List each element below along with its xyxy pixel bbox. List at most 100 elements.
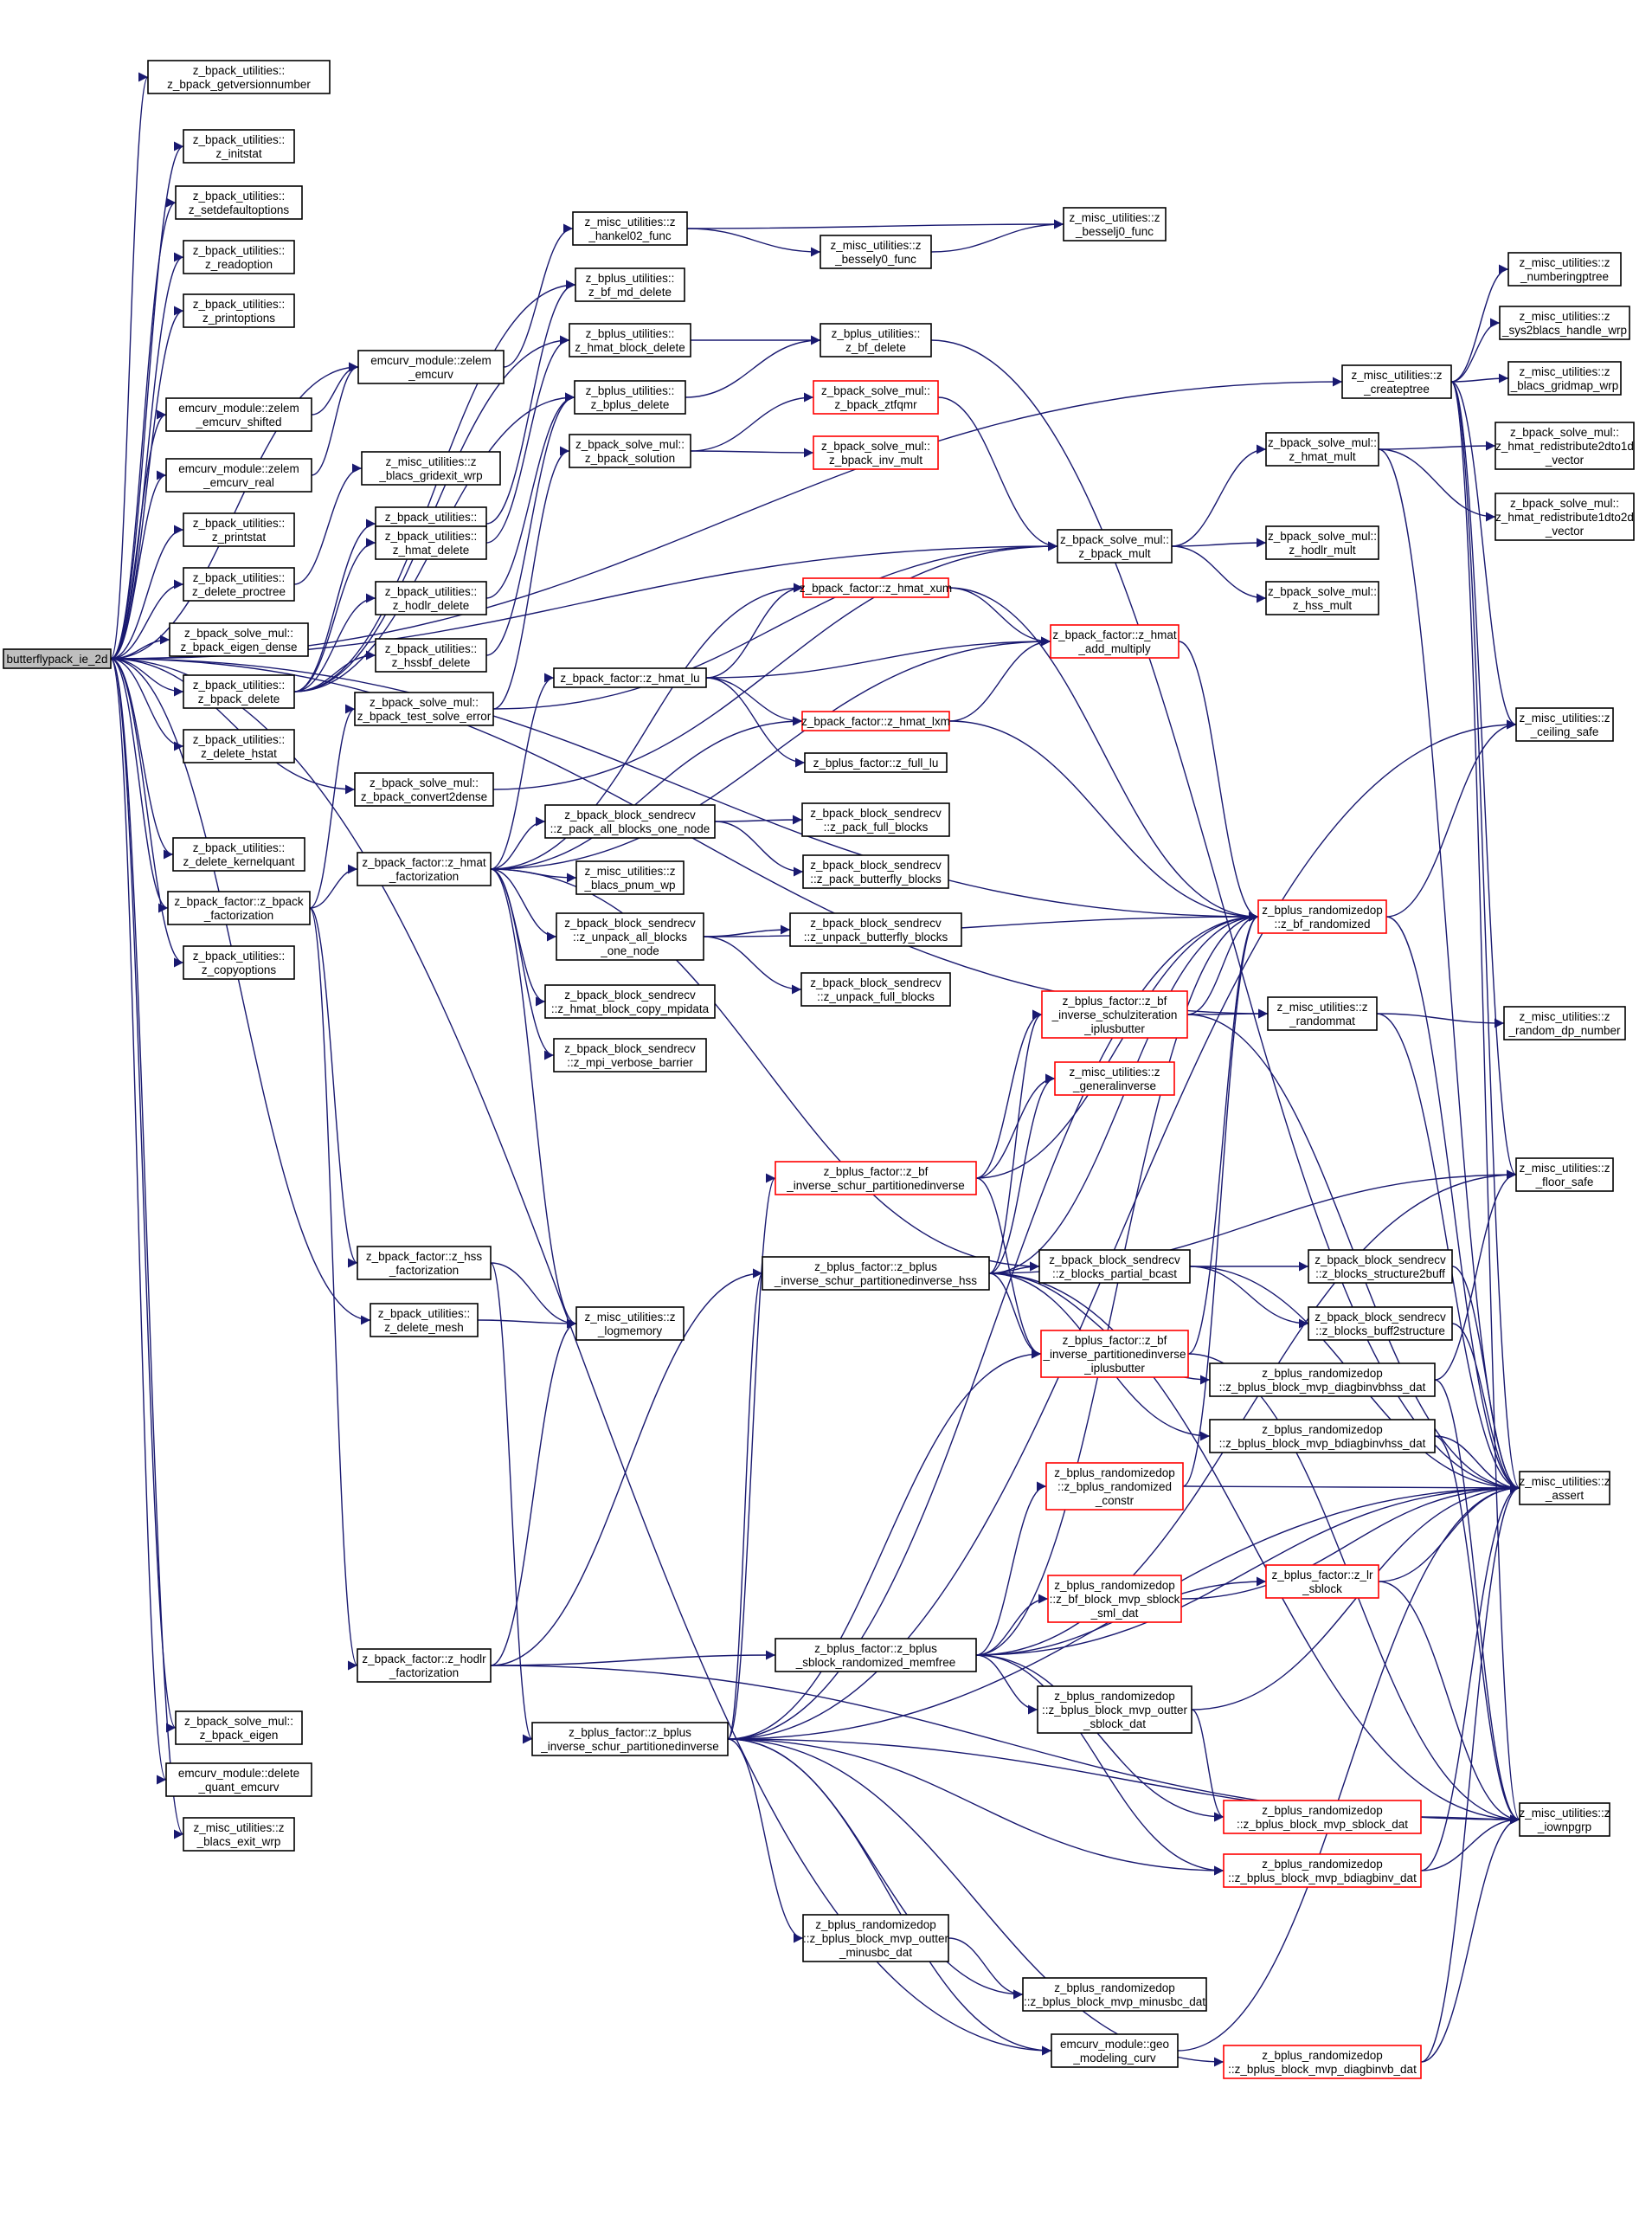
graph-node-n56[interactable]: z_bplus_factor::z_bf_inverse_schur_parti…	[775, 1161, 977, 1195]
graph-node-n86[interactable]: z_misc_utilities::z_sys2blacs_handle_wrp	[1499, 306, 1630, 340]
graph-node-n89[interactable]: z_bpack_solve_mul::z_hmat_redistribute1d…	[1495, 493, 1635, 541]
node-label-line: _modeling_curv	[1072, 2052, 1156, 2065]
graph-node-n74[interactable]: z_bpack_solve_mul::z_hodlr_mult	[1265, 525, 1379, 560]
graph-node-n9[interactable]: z_bpack_utilities::z_delete_proctree	[183, 567, 295, 602]
graph-node-n35[interactable]: z_bpack_solve_mul::z_bpack_solution	[569, 434, 691, 468]
graph-node-n77[interactable]: z_bpack_block_sendrecv::z_blocks_structu…	[1308, 1249, 1453, 1284]
graph-node-n4[interactable]: z_bpack_utilities::z_readoption	[183, 240, 295, 274]
graph-node-n42[interactable]: z_misc_utilities::z_logmemory	[575, 1306, 685, 1341]
graph-node-n92[interactable]: z_misc_utilities::z_floor_safe	[1515, 1157, 1614, 1192]
graph-node-n8[interactable]: z_bpack_utilities::z_printstat	[183, 512, 295, 547]
graph-node-n81[interactable]: z_bplus_factor::z_lr_sblock	[1265, 1564, 1379, 1599]
graph-node-n15[interactable]: z_bpack_utilities::z_copyoptions	[183, 945, 295, 980]
graph-node-n25[interactable]: z_bpack_solve_mul::z_bpack_test_solve_er…	[354, 692, 494, 726]
graph-node-n58[interactable]: z_bplus_factor::z_bplus_sblock_randomize…	[775, 1638, 977, 1672]
node-label-line: z_bpack_factor::z_hmat_lxm	[801, 715, 950, 728]
graph-node-n40[interactable]: z_bpack_block_sendrecv::z_hmat_block_cop…	[544, 984, 716, 1019]
graph-node-n45[interactable]: z_misc_utilities::z_bessely0_func	[820, 235, 932, 269]
graph-node-n27[interactable]: z_bpack_factor::z_hmat_factorization	[357, 852, 492, 886]
graph-node-n51[interactable]: z_bplus_factor::z_full_lu	[804, 752, 948, 773]
graph-node-n36[interactable]: z_bpack_factor::z_hmat_lu	[553, 667, 707, 688]
graph-node-n23[interactable]: z_bpack_utilities::z_hodlr_delete	[375, 581, 487, 615]
graph-node-n59[interactable]: z_bplus_randomizedop::z_bplus_block_mvp_…	[802, 1914, 949, 1962]
graph-node-n33[interactable]: z_bplus_utilities::z_hmat_block_delete	[569, 323, 691, 358]
graph-node-n53[interactable]: z_bpack_block_sendrecv::z_pack_butterfly…	[802, 854, 949, 889]
graph-node-n31[interactable]: z_misc_utilities::z_hankel02_func	[572, 211, 688, 246]
graph-node-n80[interactable]: z_bplus_randomizedop::z_bplus_block_mvp_…	[1209, 1419, 1436, 1453]
graph-node-n63[interactable]: z_bplus_randomizedop::z_bf_randomized	[1257, 899, 1387, 934]
graph-node-n47[interactable]: z_bpack_solve_mul::z_bpack_ztfqmr	[813, 380, 939, 415]
graph-node-n43[interactable]: z_bplus_factor::z_bplus_inverse_schur_pa…	[531, 1722, 729, 1756]
graph-node-n7[interactable]: emcurv_module::zelem_emcurv_real	[165, 458, 312, 493]
graph-node-n6[interactable]: emcurv_module::zelem_emcurv_shifted	[165, 397, 312, 432]
graph-node-n57[interactable]: z_bplus_factor::z_bplus_inverse_schur_pa…	[762, 1256, 990, 1291]
graph-node-n78[interactable]: z_bpack_block_sendrecv::z_blocks_buff2st…	[1308, 1306, 1453, 1341]
graph-node-n75[interactable]: z_bpack_solve_mul::z_hss_mult	[1265, 581, 1379, 615]
graph-node-n90[interactable]: z_misc_utilities::z_ceiling_safe	[1515, 707, 1614, 742]
node-box	[1265, 432, 1379, 467]
graph-node-n76[interactable]: z_misc_utilities::z_randommat	[1267, 996, 1378, 1031]
graph-node-n12[interactable]: z_bpack_utilities::z_delete_hstat	[183, 729, 295, 763]
graph-node-n67[interactable]: z_bplus_factor::z_bf_inverse_partitioned…	[1040, 1330, 1189, 1378]
graph-node-n62[interactable]: z_bpack_factor::z_hmat_add_multiply	[1050, 624, 1180, 659]
graph-node-n55[interactable]: z_bpack_block_sendrecv::z_unpack_full_bl…	[800, 972, 951, 1007]
graph-node-n64[interactable]: z_bplus_factor::z_bf_inverse_schulzitera…	[1041, 990, 1188, 1039]
graph-node-n44[interactable]: z_misc_utilities::z_besselj0_func	[1063, 207, 1167, 242]
graph-node-n94[interactable]: z_misc_utilities::z_iownpgrp	[1519, 1802, 1610, 1837]
graph-node-n39[interactable]: z_bpack_block_sendrecv::z_unpack_all_blo…	[556, 912, 704, 961]
graph-node-n48[interactable]: z_bpack_solve_mul::z_bpack_inv_mult	[813, 435, 939, 470]
graph-node-n79[interactable]: z_bplus_randomizedop::z_bplus_block_mvp_…	[1209, 1362, 1436, 1397]
graph-node-n73[interactable]: z_bpack_solve_mul::z_hmat_mult	[1265, 432, 1379, 467]
graph-node-n41[interactable]: z_bpack_block_sendrecv::z_mpi_verbose_ba…	[553, 1038, 707, 1073]
graph-node-n88[interactable]: z_bpack_solve_mul::z_hmat_redistribute2d…	[1495, 422, 1635, 470]
graph-node-n50[interactable]: z_bpack_factor::z_hmat_lxm	[801, 711, 950, 731]
graph-node-n24[interactable]: z_bpack_utilities::z_hssbf_delete	[375, 638, 487, 673]
graph-node-n5[interactable]: z_bpack_utilities::z_printoptions	[183, 293, 295, 328]
graph-node-n10[interactable]: z_bpack_solve_mul::z_bpack_eigen_dense	[169, 622, 309, 657]
graph-node-n26[interactable]: z_bpack_solve_mul::z_bpack_convert2dense	[354, 772, 494, 807]
graph-node-n69[interactable]: z_bplus_randomizedop::z_bf_block_mvp_sbl…	[1047, 1575, 1182, 1623]
graph-node-n84[interactable]: z_bplus_randomizedop::z_bplus_block_mvp_…	[1223, 2045, 1422, 2079]
graph-node-n13[interactable]: z_bpack_utilities::z_delete_kernelquant	[172, 837, 305, 872]
graph-node-n29[interactable]: z_bpack_utilities::z_delete_mesh	[370, 1303, 479, 1337]
graph-node-n71[interactable]: z_bplus_randomizedop::z_bplus_block_mvp_…	[1022, 1977, 1207, 2012]
graph-node-n32[interactable]: z_bplus_utilities::z_bf_md_delete	[575, 267, 685, 302]
graph-node-n87[interactable]: z_misc_utilities::z_blacs_gridmap_wrp	[1507, 361, 1622, 396]
graph-node-n49[interactable]: z_bpack_factor::z_hmat_xum	[800, 577, 952, 598]
graph-node-n28[interactable]: z_bpack_factor::z_hss_factorization	[357, 1246, 492, 1280]
graph-node-n46[interactable]: z_bplus_utilities::z_bf_delete	[820, 323, 932, 358]
graph-node-n60[interactable]: emcurv_module::geo_modeling_curv	[1051, 2033, 1179, 2068]
graph-node-n91[interactable]: z_misc_utilities::z_random_dp_number	[1503, 1006, 1626, 1040]
graph-node-n17[interactable]: emcurv_module::delete_quant_emcurv	[165, 1762, 312, 1797]
graph-node-n93[interactable]: z_misc_utilities::z_assert	[1519, 1471, 1610, 1505]
graph-node-n18[interactable]: z_misc_utilities::z_blacs_exit_wrp	[183, 1817, 295, 1852]
graph-node-n3[interactable]: z_bpack_utilities::z_setdefaultoptions	[175, 185, 303, 220]
graph-node-n16[interactable]: z_bpack_solve_mul::z_bpack_eigen	[175, 1710, 303, 1745]
graph-node-n30[interactable]: z_bpack_factor::z_hodlr_factorization	[357, 1648, 492, 1683]
graph-node-n83[interactable]: z_bplus_randomizedop::z_bplus_block_mvp_…	[1223, 1853, 1422, 1888]
graph-node-n68[interactable]: z_bplus_randomizedop::z_bplus_randomized…	[1045, 1462, 1184, 1511]
graph-node-n20[interactable]: z_misc_utilities::z_blacs_gridexit_wrp	[361, 451, 501, 486]
graph-node-n82[interactable]: z_bplus_randomizedop::z_bplus_block_mvp_…	[1223, 1800, 1422, 1834]
graph-node-n19[interactable]: emcurv_module::zelem_emcurv	[357, 350, 505, 384]
graph-node-n65[interactable]: z_misc_utilities::z_generalinverse	[1054, 1061, 1175, 1096]
graph-node-n72[interactable]: z_misc_utilities::z_createptree	[1341, 364, 1452, 399]
graph-node-n85[interactable]: z_misc_utilities::z_numberingptree	[1507, 252, 1622, 287]
graph-node-n34[interactable]: z_bplus_utilities::z_bplus_delete	[574, 380, 686, 415]
graph-node-n52[interactable]: z_bpack_block_sendrecv::z_pack_full_bloc…	[801, 802, 950, 837]
graph-node-n11[interactable]: z_bpack_utilities::z_bpack_delete	[183, 674, 295, 709]
graph-node-n2[interactable]: z_bpack_utilities::z_initstat	[183, 129, 295, 164]
graph-node-n1[interactable]: z_bpack_utilities::z_bpack_getversionnum…	[147, 60, 331, 94]
graph-node-n61[interactable]: z_bpack_solve_mul::z_bpack_mult	[1057, 529, 1173, 564]
graph-node-n66[interactable]: z_bpack_block_sendrecv::z_blocks_partial…	[1038, 1249, 1191, 1284]
graph-node-n70[interactable]: z_bplus_randomizedop::z_bplus_block_mvp_…	[1037, 1685, 1192, 1734]
graph-node-n38[interactable]: z_misc_utilities::z_blacs_pnum_wp	[575, 860, 685, 895]
node-label-line: z_bplus_randomizedop	[1054, 1981, 1175, 1994]
node-label-line: z_bpack_block_sendrecv	[1315, 1311, 1446, 1324]
graph-node-n14[interactable]: z_bpack_factor::z_bpack_factorization	[167, 891, 311, 925]
node-label-line: z_misc_utilities::z	[1519, 712, 1610, 725]
graph-node-n54[interactable]: z_bpack_block_sendrecv::z_unpack_butterf…	[789, 912, 962, 947]
graph-node-root[interactable]: butterflypack_ie_2d	[3, 648, 112, 669]
graph-node-n22[interactable]: z_bpack_utilities::z_hmat_delete	[375, 525, 487, 560]
graph-node-n37[interactable]: z_bpack_block_sendrecv::z_pack_all_block…	[544, 804, 716, 839]
